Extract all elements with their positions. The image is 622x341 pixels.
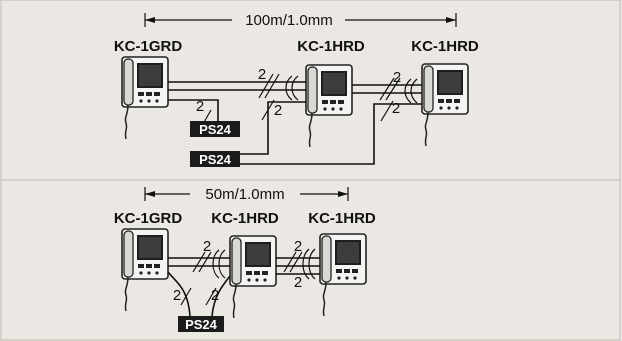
- top-model-label-3: KC-1HRD: [411, 38, 479, 55]
- bottom-ps24-label: PS24: [185, 317, 218, 332]
- bottom-model-label-3: KC-1HRD: [308, 210, 376, 227]
- top-ps24-2-wire-b: [240, 103, 422, 165]
- top-wire-count-2: 2: [393, 69, 401, 86]
- top-wire-count-3: 2: [196, 98, 204, 115]
- bottom-wire-count-2: 2: [294, 238, 302, 255]
- top-wire-count-5: 2: [392, 100, 400, 117]
- bottom-model-label-2: KC-1HRD: [211, 210, 279, 227]
- bottom-wire-count-4: 2: [173, 287, 181, 304]
- bottom-model-label-1: KC-1GRD: [114, 210, 183, 227]
- bottom-ps24-wire-b: [211, 275, 231, 317]
- top-wire-count-4: 2: [274, 102, 282, 119]
- top-ps24-label-2: PS24: [199, 152, 232, 167]
- top-ps24-box-1: [190, 121, 240, 137]
- top-wire-count-1: 2: [258, 66, 266, 83]
- bottom-wire-count-1: 2: [203, 238, 211, 255]
- top-ps24-1-wire: [168, 99, 219, 121]
- top-dimension-label: 100m/1.0mm: [245, 12, 333, 29]
- bottom-wire-count-5: 2: [211, 287, 219, 304]
- bottom-dimension-label: 50m/1.0mm: [205, 186, 284, 203]
- top-model-label-1: KC-1GRD: [114, 38, 183, 55]
- top-ps24-2-wire-a: [240, 101, 306, 155]
- bottom-wire-count-3: 2: [294, 274, 302, 291]
- top-ps24-box-2: [190, 151, 240, 167]
- top-ps24-label-1: PS24: [199, 122, 232, 137]
- bottom-ps24-wire-a: [167, 271, 191, 317]
- bottom-ps24-box: [178, 316, 224, 332]
- top-model-label-2: KC-1HRD: [297, 38, 365, 55]
